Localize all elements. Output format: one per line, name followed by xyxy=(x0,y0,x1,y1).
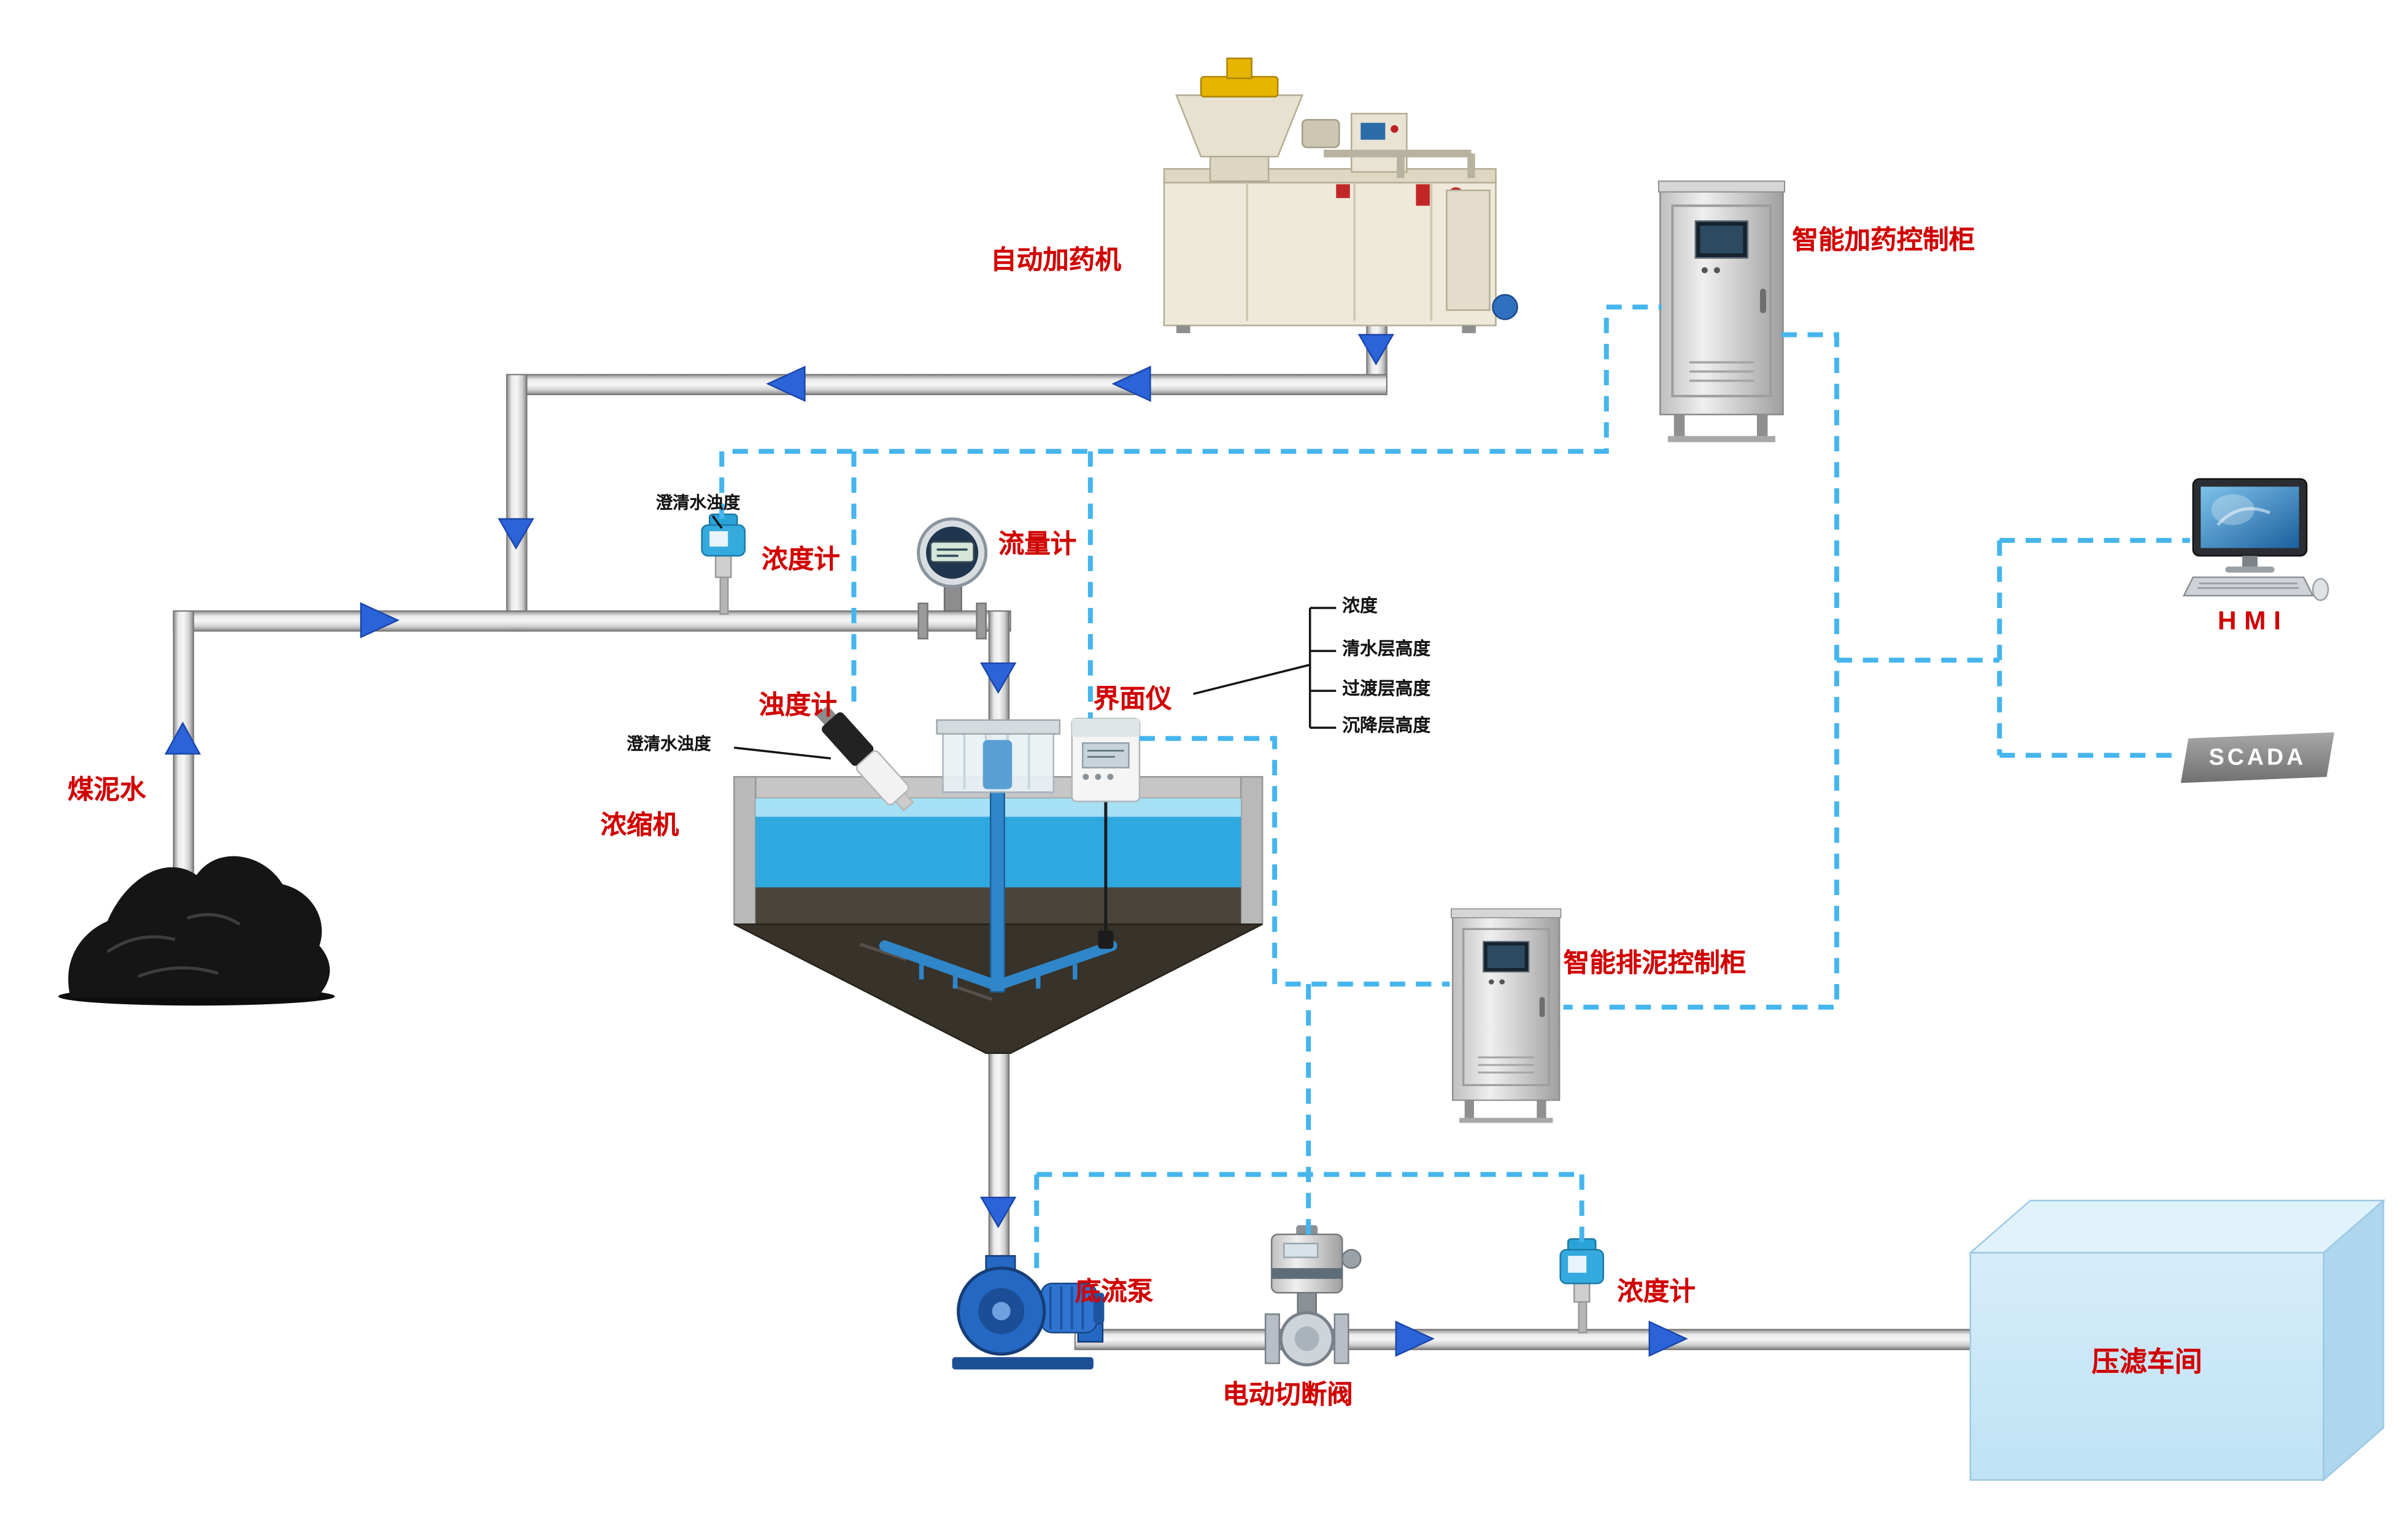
clarified-turbidity-bottom-label: 澄清水浊度 xyxy=(627,735,711,754)
dosing-control-cabinet-image xyxy=(1659,181,1785,442)
hmi-computer-image xyxy=(2182,478,2329,601)
rake-arms xyxy=(879,940,1117,991)
concentration-meter-top-label: 浓度计 xyxy=(762,545,840,574)
annotation-lines xyxy=(711,515,1337,760)
dosing-machine-image xyxy=(1163,57,1518,334)
interface-meter-label: 界面仪 xyxy=(1093,685,1172,714)
cutoff-valve-label: 电动切断阀 xyxy=(1222,1380,1353,1410)
hmi-label: HMI xyxy=(2217,606,2289,636)
concentration-meter-bottom-label: 浓度计 xyxy=(1617,1277,1696,1307)
interface-measurement-concentration: 浓度 xyxy=(1342,598,1378,617)
underflow-pump-label: 底流泵 xyxy=(1075,1277,1154,1307)
thickener-label: 浓缩机 xyxy=(600,810,679,840)
cutoff-valve-device xyxy=(1264,1225,1362,1367)
dosing-cabinet-label: 智能加药控制柜 xyxy=(1792,225,1975,255)
flow-meter-label: 流量计 xyxy=(998,529,1077,559)
filter-press-building xyxy=(1968,1199,2386,1482)
interface-meter-device xyxy=(1071,717,1141,949)
signal-lines xyxy=(719,304,2190,1278)
interface-measurement-settling-layer: 沉降层高度 xyxy=(1342,717,1431,736)
flow-meter-device xyxy=(917,517,988,640)
underflow-pump-device xyxy=(952,1255,1105,1370)
interface-measurement-transition-layer: 过渡层高度 xyxy=(1342,680,1431,699)
scada-label: SCADA xyxy=(2209,744,2307,771)
scada-badge: SCADA xyxy=(2180,732,2334,783)
concentration-meter-bottom-device xyxy=(1559,1238,1604,1334)
filter-press-label: 压滤车间 xyxy=(2091,1346,2202,1377)
clarified-turbidity-top-label: 澄清水浊度 xyxy=(655,494,741,513)
thickener-tank-image xyxy=(733,719,1264,1055)
dosing-machine-label: 自动加药机 xyxy=(990,245,1121,275)
coal-slurry-label: 煤泥水 xyxy=(68,775,146,805)
concentration-meter-top-device xyxy=(701,513,746,615)
turbidity-meter-device xyxy=(816,705,914,812)
flow-arrows xyxy=(164,334,1688,1357)
mud-cabinet-label: 智能排泥控制柜 xyxy=(1563,948,1746,978)
turbidity-meter-label: 浊度计 xyxy=(758,691,837,720)
coal-pile-image xyxy=(58,856,335,1006)
pipes xyxy=(172,299,1991,1350)
mud-control-cabinet-image xyxy=(1450,907,1562,1124)
rake-teeth xyxy=(919,964,1078,989)
interface-measurement-clear-layer: 清水层高度 xyxy=(1342,640,1431,659)
